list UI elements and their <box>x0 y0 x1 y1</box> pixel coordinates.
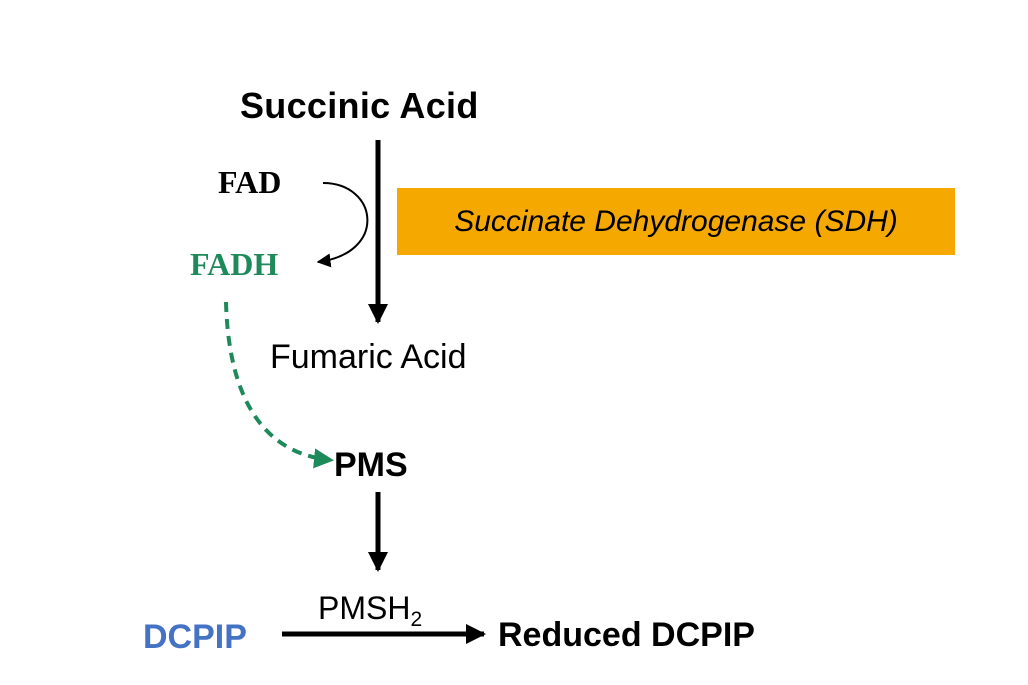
node-fadh: FADH <box>190 246 279 282</box>
fad-to-fadh-curved-arrow <box>316 182 369 268</box>
fadh-to-pms-dashed-arrow <box>224 301 334 469</box>
node-fumaric-acid: Fumaric Acid <box>270 338 467 376</box>
node-pmsh2: PMSH2 <box>318 590 422 630</box>
node-pmsh2-base: PMSH <box>318 590 411 626</box>
node-dcpip: DCPIP <box>143 618 247 656</box>
enzyme-box: Succinate Dehydrogenase (SDH) <box>397 188 955 255</box>
node-fad: FAD <box>218 164 282 200</box>
enzyme-label: Succinate Dehydrogenase (SDH) <box>454 204 898 238</box>
node-pmsh2-subscript: 2 <box>410 608 423 631</box>
node-pms: PMS <box>334 446 408 484</box>
node-succinic-acid: Succinic Acid <box>240 85 479 126</box>
node-reduced-dcpip: Reduced DCPIP <box>498 616 755 654</box>
